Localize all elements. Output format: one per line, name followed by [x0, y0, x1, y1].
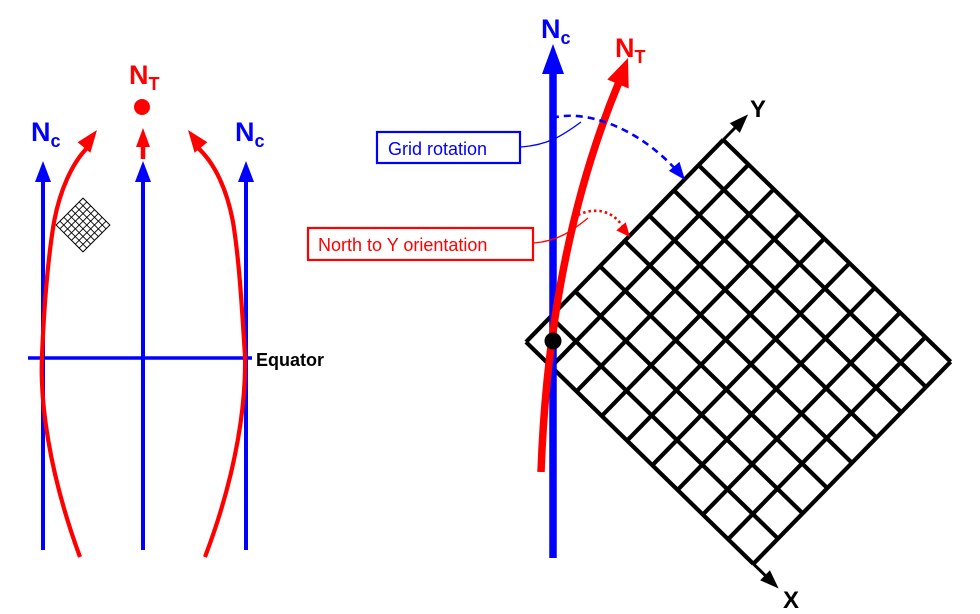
- origin-dot: [544, 332, 562, 350]
- down-right-arrowhead-icon: [668, 161, 685, 180]
- north-to-y-callout: North to Y orientation: [306, 226, 535, 262]
- x-axis: [752, 562, 779, 589]
- up-arrowhead-icon: [35, 161, 51, 182]
- true-meridian-arc-left: [39, 130, 97, 558]
- grid-rotation-callout: Grid rotation: [375, 130, 522, 165]
- down-right-arrowhead-icon: [616, 222, 630, 237]
- sample-grid-patch: [55, 197, 111, 253]
- up-arrowhead-icon: [135, 161, 151, 182]
- grid-north-label-left: Nc: [31, 117, 61, 151]
- grid-north-label: Nc: [541, 14, 571, 48]
- grid-rotation-arc: [551, 114, 685, 180]
- axis-arrowhead-icon: [729, 114, 749, 133]
- grid-north-line-center: [135, 161, 151, 550]
- grid-rotation-diagram: X Y Grid rotation: [306, 14, 953, 614]
- rotated-grid: [524, 114, 953, 589]
- north-to-y-connector-line: [533, 217, 589, 244]
- north-to-y-callout-text: North to Y orientation: [318, 235, 487, 255]
- up-right-arrowhead-icon: [607, 58, 629, 89]
- y-axis: [722, 114, 749, 141]
- north-to-y-arc: [577, 209, 630, 237]
- up-arrowhead-icon: [136, 128, 150, 147]
- meridian-convergence-diagram: Nc Nc NT Equator: [28, 60, 324, 558]
- true-north-pointer: [136, 128, 150, 159]
- axis-arrowhead-icon: [760, 570, 779, 589]
- up-right-arrowhead-icon: [77, 130, 97, 153]
- grid-rotation-callout-text: Grid rotation: [388, 139, 487, 159]
- equator-label: Equator: [256, 350, 324, 370]
- y-axis-label: Y: [750, 96, 766, 123]
- true-north-line: [537, 58, 629, 473]
- up-left-arrowhead-icon: [188, 130, 208, 153]
- true-north-point: [134, 99, 150, 115]
- grid-lines: [524, 138, 953, 566]
- true-meridian-arc-right: [188, 130, 248, 558]
- up-arrowhead-icon: [238, 161, 254, 182]
- true-north-label: NT: [129, 60, 160, 94]
- x-axis-label: X: [783, 587, 799, 614]
- true-north-label: NT: [615, 33, 646, 67]
- up-arrowhead-icon: [542, 44, 564, 74]
- grid-rotation-connector-line: [520, 121, 582, 148]
- grid-north-label-right: Nc: [235, 117, 265, 151]
